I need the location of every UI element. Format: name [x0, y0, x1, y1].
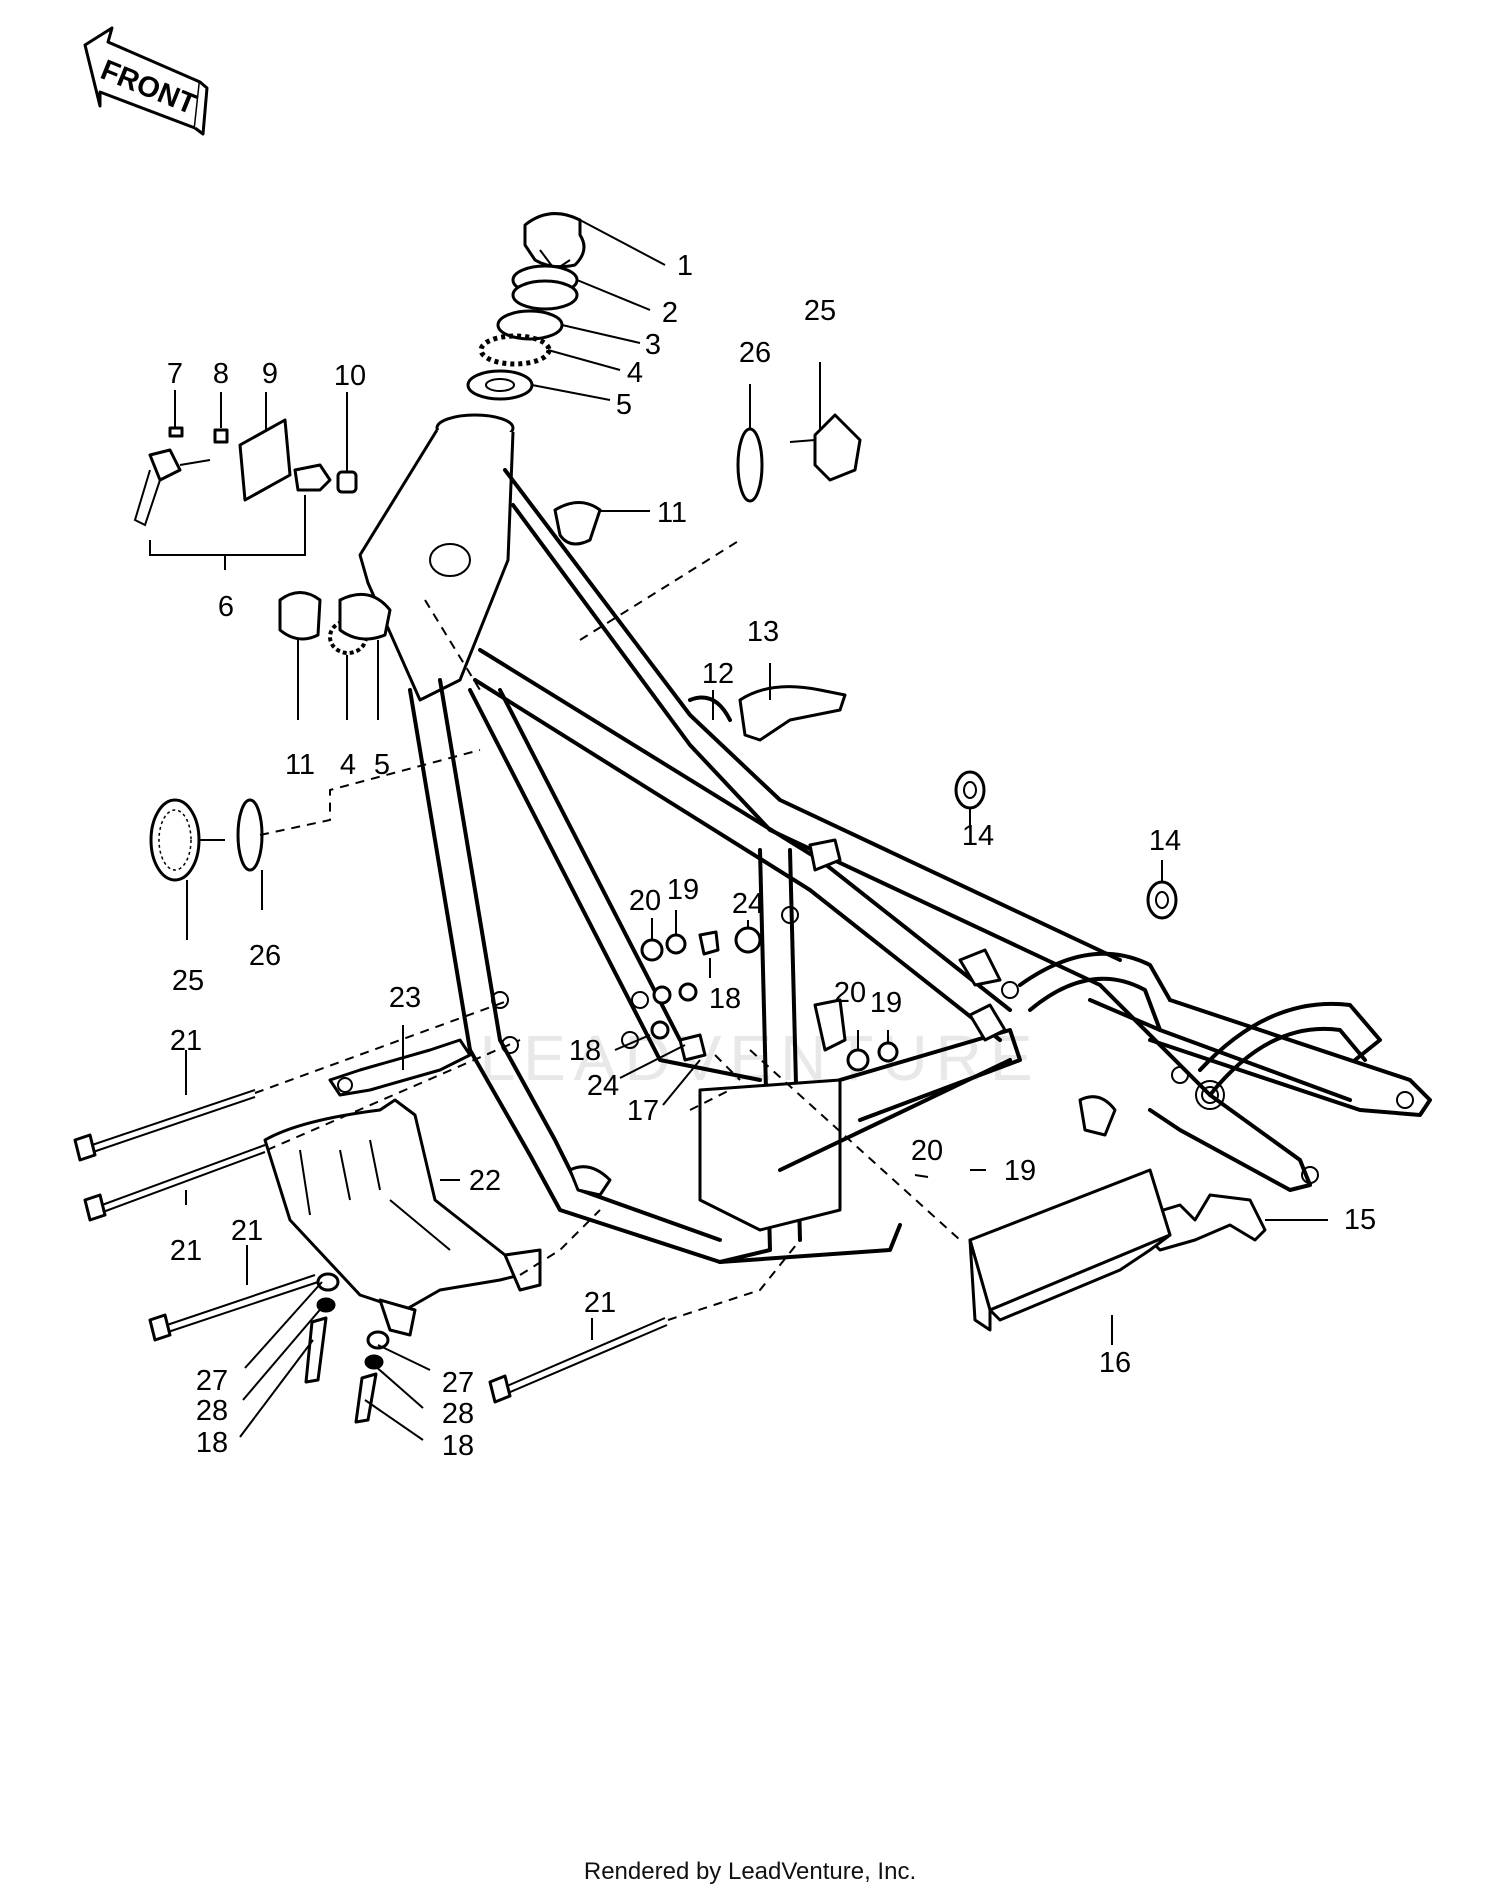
ball-bearing-part-4: [478, 333, 552, 367]
callout-4-left: 4: [340, 749, 356, 781]
callout-20-b: 20: [834, 977, 866, 1009]
callout-14-b: 14: [1149, 825, 1181, 857]
grommet-part-14-a: [954, 770, 986, 810]
callout-5-left: 5: [374, 749, 390, 781]
callouts: 1 2 3 4 5 25 26 7 8 9 10 11 6 13 12 11 4…: [167, 250, 1376, 1462]
nut-part-19-a: [665, 933, 687, 955]
callout-26: 26: [739, 337, 771, 369]
reflector-part-25-top: [813, 413, 862, 482]
spacer-part-24-a: [734, 926, 762, 954]
callout-16: 16: [1099, 1347, 1131, 1379]
callout-9: 9: [262, 358, 278, 390]
callout-18-a: 18: [709, 983, 741, 1015]
skid-plate-part-22: [263, 1098, 522, 1312]
callout-21-c: 21: [231, 1215, 263, 1247]
callout-19-a: 19: [667, 874, 699, 906]
bushing-part-11-left: [278, 591, 322, 641]
front-arrow: FRONT: [83, 26, 209, 136]
callout-4: 4: [627, 357, 643, 389]
plate-part-9: [238, 418, 292, 502]
callout-13: 13: [747, 616, 779, 648]
callout-7: 7: [167, 358, 183, 390]
callout-6: 6: [218, 591, 234, 623]
callout-15: 15: [1344, 1204, 1376, 1236]
callout-21-b: 21: [170, 1235, 202, 1267]
main-frame: [358, 413, 1432, 1264]
race-part-5: [466, 369, 534, 401]
callout-27-b: 27: [442, 1367, 474, 1399]
callout-18-b: 18: [569, 1035, 601, 1067]
callout-24-a: 24: [732, 888, 764, 920]
grommet-part-14-b: [1146, 880, 1178, 920]
grommet-part-10: [336, 470, 358, 494]
ignition-part-6: [293, 463, 332, 492]
bolt-part-18-a: [698, 930, 720, 956]
callout-21-d: 21: [584, 1287, 616, 1319]
washer-part-26-top: [736, 427, 764, 503]
callout-17: 17: [627, 1095, 659, 1127]
race-part-3: [496, 309, 564, 341]
callout-5: 5: [616, 389, 632, 421]
bolt-part-21-b: [83, 1144, 266, 1222]
callout-28-b: 28: [442, 1398, 474, 1430]
callout-26-left: 26: [249, 940, 281, 972]
callout-11: 11: [657, 497, 687, 529]
credit-text: Rendered by LeadVenture, Inc.: [583, 1858, 917, 1885]
washer-part-20-b: [846, 1048, 870, 1072]
washer-part-20-a: [640, 938, 664, 962]
callout-18-d: 18: [442, 1430, 474, 1462]
washer-part-27-b: [366, 1330, 390, 1350]
bolt-part-21-d: [488, 1317, 668, 1404]
steering-nut-part-1: [523, 212, 586, 272]
callout-25-left: 25: [172, 965, 204, 997]
callout-18-c: 18: [196, 1427, 228, 1459]
callout-8: 8: [213, 358, 229, 390]
callout-1: 1: [677, 250, 693, 282]
watermark: LEADVENTURE: [480, 1022, 1041, 1094]
callout-14-a: 14: [962, 820, 994, 852]
callout-21-a: 21: [170, 1025, 202, 1057]
bushing-part-11-top: [553, 501, 602, 546]
bolt-part-21-a: [73, 1089, 256, 1162]
bolt-part-18-c: [304, 1316, 328, 1384]
callout-2: 2: [662, 297, 678, 329]
callout-3: 3: [645, 329, 661, 361]
callout-28-a: 28: [196, 1395, 228, 1427]
callout-25: 25: [804, 295, 836, 327]
reflector-part-25-left: [149, 798, 201, 882]
nut-part-8: [213, 428, 229, 444]
callout-20-c: 20: [911, 1135, 943, 1167]
callout-27-a: 27: [196, 1365, 228, 1397]
callout-22: 22: [469, 1165, 501, 1197]
washer-part-26-left: [236, 798, 264, 872]
callout-19-b: 19: [870, 987, 902, 1019]
nut-part-19-b: [877, 1041, 899, 1063]
callout-24-b: 24: [587, 1070, 619, 1102]
leader-lines: [149, 219, 1328, 1441]
callout-11-left: 11: [285, 749, 315, 781]
bolt-part-18-d: [354, 1372, 378, 1424]
race-part-5-left: [338, 592, 392, 641]
callout-23: 23: [389, 982, 421, 1014]
bracket-part-23: [328, 1038, 472, 1097]
cover-part-13: [738, 685, 847, 742]
callout-20-a: 20: [629, 885, 661, 917]
washer-part-27-a: [316, 1272, 340, 1292]
bolt-part-21-c: [148, 1274, 319, 1342]
callout-10: 10: [334, 360, 366, 392]
washer-part-2b: [511, 279, 579, 311]
callout-19-c: 19: [1004, 1155, 1036, 1187]
screw-part-7: [168, 426, 184, 438]
callout-12: 12: [702, 658, 734, 690]
lockwasher-part-28-b: [364, 1354, 384, 1370]
